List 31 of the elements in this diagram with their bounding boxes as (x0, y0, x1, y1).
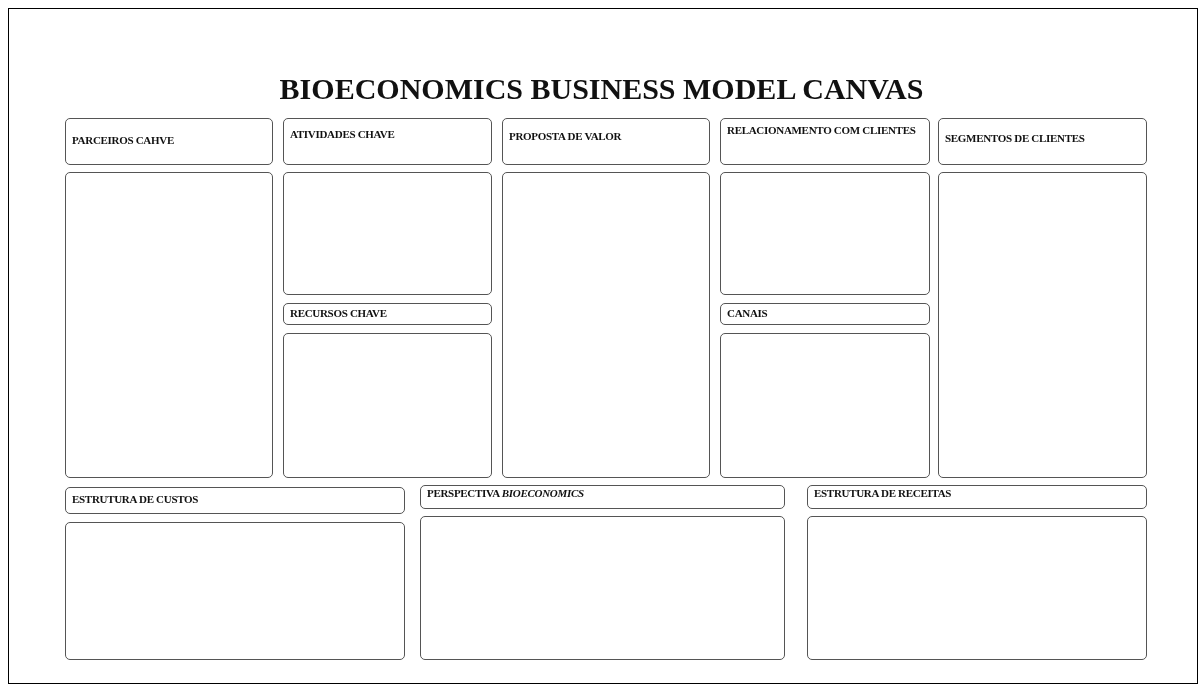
section-heading: RELACIONAMENTO COM CLIENTES (726, 123, 917, 138)
content-box (65, 172, 273, 478)
header-box (807, 485, 1147, 509)
section-heading: PERSPECTIVA BIOECONOMICS (426, 486, 585, 501)
section-heading: ESTRUTURA DE CUSTOS (71, 492, 200, 507)
header-box (502, 118, 710, 165)
header-box (720, 303, 930, 325)
section-heading: PROPOSTA DE VALOR (508, 129, 623, 144)
header-box (938, 118, 1147, 165)
content-box (938, 172, 1147, 478)
header-box (65, 118, 273, 165)
header-box (283, 303, 492, 325)
section-heading: ESTRUTURA DE RECEITAS (813, 486, 953, 501)
section-heading: ATIVIDADES CHAVE (289, 127, 396, 142)
section-heading: RECURSOS CHAVE (289, 306, 388, 321)
section-heading: CANAIS (726, 306, 769, 321)
content-box (283, 333, 492, 478)
content-box (283, 172, 492, 295)
content-box (720, 333, 930, 478)
header-box (420, 485, 785, 509)
header-box (283, 118, 492, 165)
content-box (720, 172, 930, 295)
title: BIOECONOMICS BUSINESS MODEL CANVAS (278, 72, 925, 106)
content-box (65, 522, 405, 660)
content-box (502, 172, 710, 478)
content-box (807, 516, 1147, 660)
content-box (420, 516, 785, 660)
section-heading: SEGMENTOS DE CLIENTES (944, 131, 1086, 146)
header-box (65, 487, 405, 514)
header-box (720, 118, 930, 165)
section-heading: PARCEIROS CAHVE (71, 133, 175, 148)
